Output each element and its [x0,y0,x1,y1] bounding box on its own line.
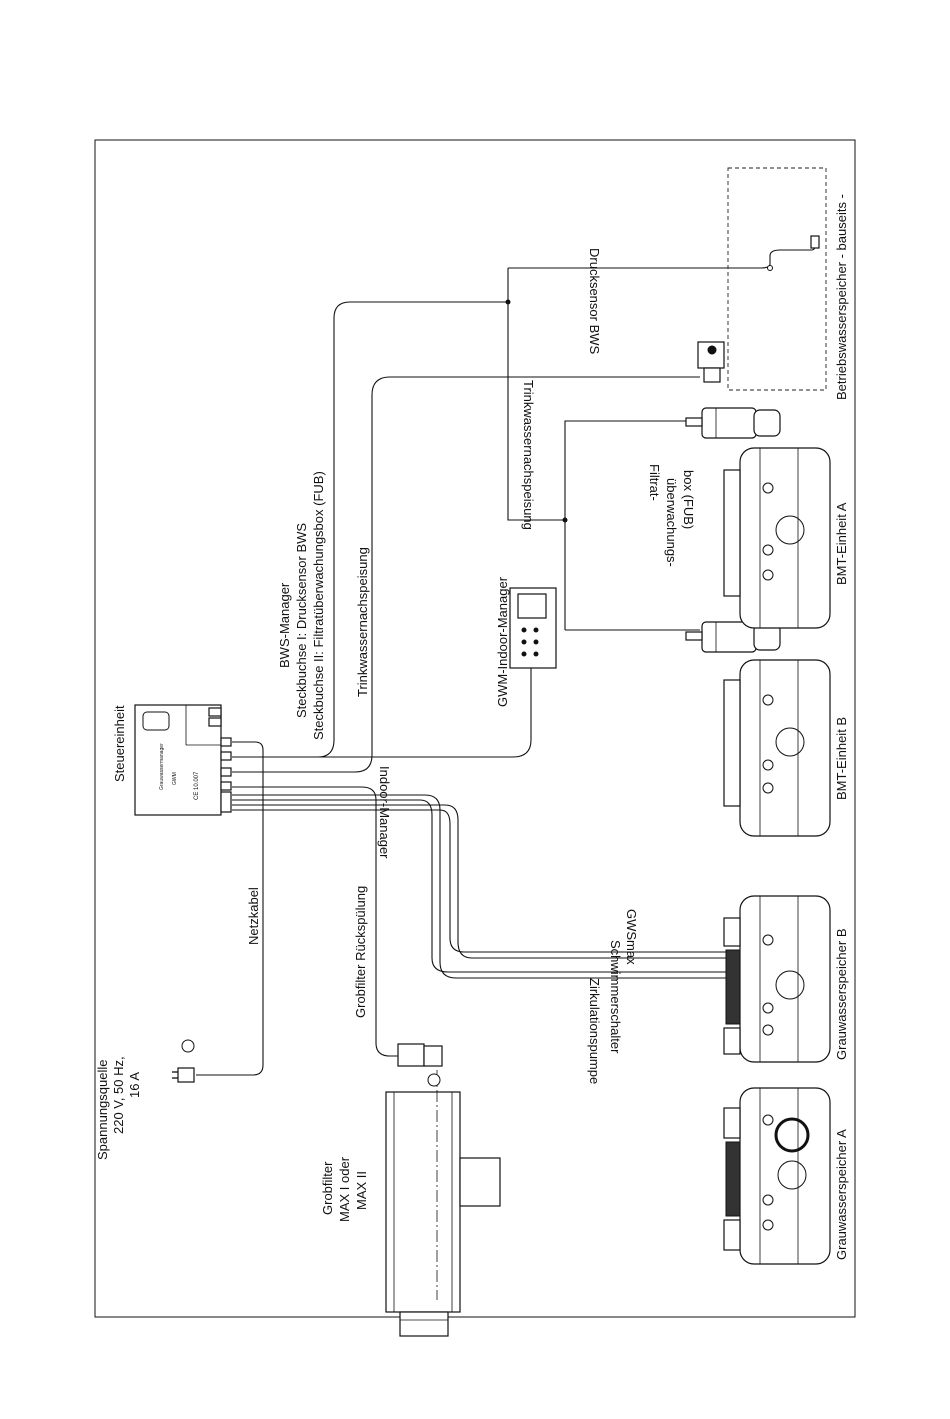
grey-water-storage-a-tank [723,1087,831,1265]
power-source-voltage: 220 V, 50 Hz, [111,1056,126,1134]
filtrate-box-a [685,407,781,439]
filtrate-box-label-1: Filtrat- [647,464,662,501]
pressure-sensor-label: Drucksensor BWS [587,248,602,355]
filtrate-box-label-2: überwachungs- [664,478,679,567]
drawing-frame [94,139,856,1318]
coarse-filter-model-2: MAX II [354,1171,369,1210]
grey-storage-b-label: Grauwasserspeicher B [834,929,849,1061]
coarse-filter-label: Grobfilter [320,1161,335,1215]
control-unit-label: Steuereinheit [112,705,127,782]
gwsmax-label: GWSmax [624,909,639,965]
solenoid-valve-icon [397,1043,443,1087]
bws-manager-label: BWS-Manager [277,582,292,668]
refill-valve [697,341,725,383]
circulation-pump-label: Zirkulationspumpe [587,978,602,1084]
socket-1-label: Steckbuchse I: Drucksensor BWS [294,523,309,718]
control-unit: Grauwassermanager GWM CE 10.007 [134,704,232,816]
mains-cable-label: Netzkabel [246,887,261,945]
wiring-lines [196,244,816,1076]
indoor-manager-cable-label: Indoor-Manager [377,766,392,859]
grey-storage-a-label: Grauwasserspeicher A [834,1129,849,1260]
potable-refill-valve-label: Trinkwassernachspeisung [521,380,536,530]
bmt-unit-a-label: BMT-Einheit A [834,502,849,585]
bmt-unit-a-tank [723,447,831,629]
bmt-unit-b-tank [723,659,831,837]
coarse-filter-model-1: MAX I oder [337,1156,352,1222]
gwm-indoor-manager-device [509,587,557,669]
unit-brand-text: Grauwassermanager [159,743,165,790]
unit-code-text: CE 10.007 [194,771,200,800]
coarse-backwash-label: Grobfilter Rückspülung [353,886,368,1018]
gwm-indoor-manager-label: GWM-Indoor-Manager [495,576,510,707]
unit-model-text: GWM [172,772,178,785]
service-storage-label: Betriebswasserspeicher - bauseits - [834,194,849,400]
socket-2-label: Steckbuchse II: Filtratüberwachungsbox (… [311,471,326,740]
float-switch-label: Schwimmerschalter [608,940,623,1054]
potable-refill-cable-label: Trinkwassernachspeisung [355,547,370,697]
filtrate-box-label-3: box (FUB) [681,470,696,529]
coarse-filter-device [385,1043,501,1337]
power-source-label: Spannungsquelle [95,1060,110,1160]
bmt-unit-b-label: BMT-Einheit B [834,717,849,800]
pressure-sensor-icon [810,235,820,249]
power-source-ampere: 16 A [127,1072,142,1098]
grey-water-storage-b-tank [723,895,831,1063]
power-plug-icon [172,1039,195,1083]
service-water-storage [727,167,827,391]
